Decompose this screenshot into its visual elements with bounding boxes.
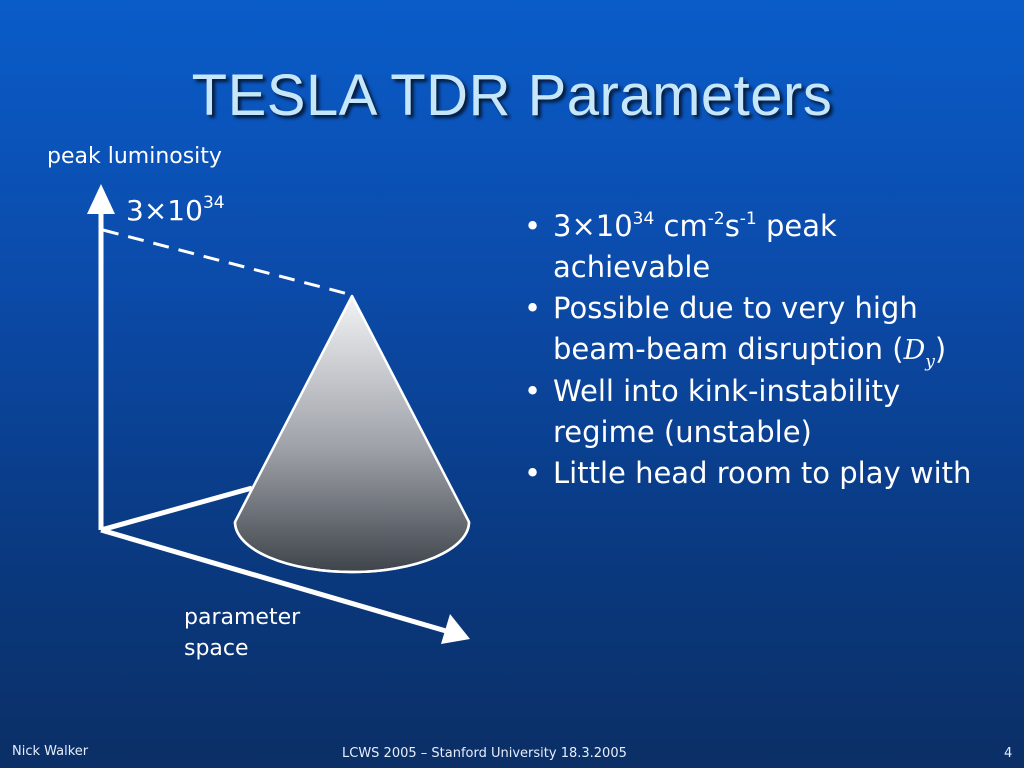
bullet-disruption: Possible due to very high beam-beam disr… [522,288,1002,371]
bullet-kink-instability: Well into kink-instability regime (unsta… [522,371,1002,453]
footer-author: Nick Walker [12,744,89,759]
vertical-axis-label: peak luminosity [47,144,222,169]
bullet-list: 3×1034 cm-2s-1 peak achievable Possible … [522,206,1002,494]
horizontal-axis-arrowhead [441,614,470,644]
bullet-head-room: Little head room to play with [522,453,1002,494]
cone-shape [233,294,471,574]
slide-title: TESLA TDR Parameters [191,63,833,128]
footer-page-number: 4 [1004,746,1013,761]
footer-event: LCWS 2005 – Stanford University 18.3.200… [342,746,627,761]
vertical-axis-arrowhead [87,184,115,214]
peak-value-label: 3×1034 [126,193,225,227]
peak-projection-line [102,228,353,297]
disruption-symbol: Dy [903,335,935,372]
bullet-peak-luminosity: 3×1034 cm-2s-1 peak achievable [522,206,1002,288]
third-axis [100,485,253,533]
horizontal-axis [100,527,447,634]
horizontal-axis-label: parameter space [184,605,307,661]
